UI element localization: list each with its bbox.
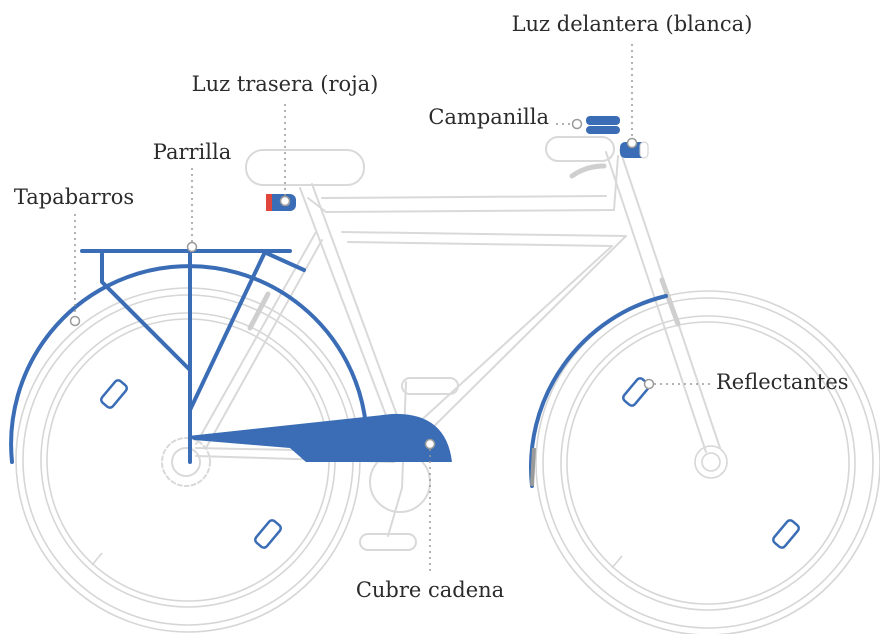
reflector-front-bottom (772, 519, 800, 549)
label-rear-light: Luz trasera (roja) (192, 72, 379, 96)
label-fender: Tapabarros (14, 185, 134, 209)
label-bell: Campanilla (428, 105, 549, 129)
label-chain-guard: Cubre cadena (356, 578, 504, 602)
leader-rear-light (279, 104, 291, 207)
reflector-rear-bottom (254, 519, 282, 549)
front-wheel (535, 290, 880, 634)
front-fender (529, 294, 668, 488)
leader-reflectors (643, 378, 710, 390)
leader-bell (556, 118, 583, 130)
label-rack: Parrilla (153, 140, 231, 164)
label-reflectors: Reflectantes (716, 370, 849, 394)
rear-fender (9, 264, 368, 464)
bell (586, 116, 620, 134)
rear-rack (80, 249, 306, 464)
bicycle-frame (161, 136, 721, 551)
leader-fender (69, 214, 81, 327)
reflector-rear-top (100, 379, 128, 409)
leader-rack (186, 168, 198, 253)
chain-guard (188, 413, 452, 462)
leader-chain-guard (424, 438, 436, 572)
front-light (620, 141, 649, 159)
brake-details (247, 163, 681, 331)
leader-front-light (626, 44, 638, 149)
label-front-light: Luz delantera (blanca) (512, 12, 753, 36)
